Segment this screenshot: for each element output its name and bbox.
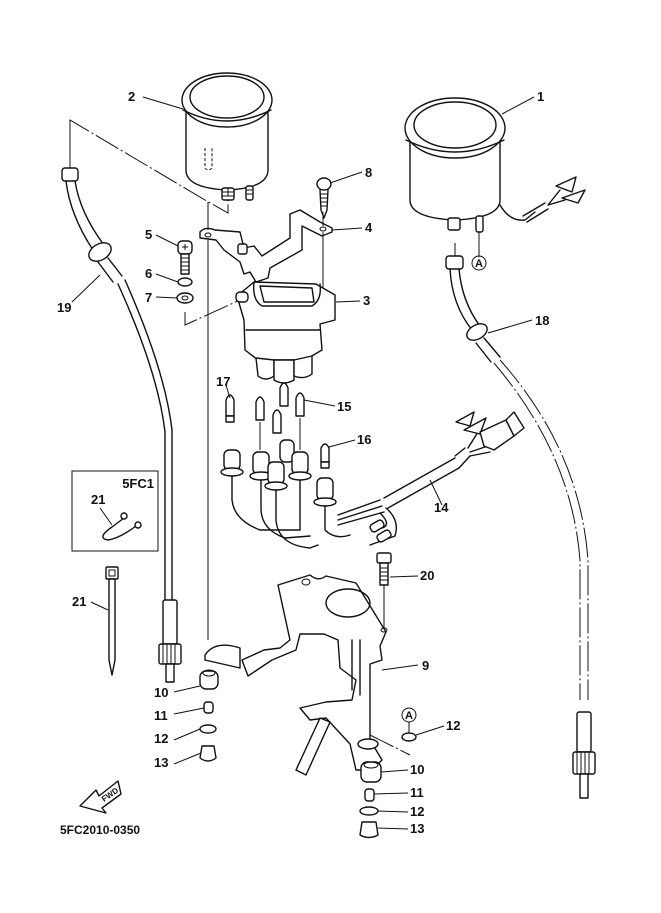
callout-11-left: 11 (154, 708, 168, 723)
callout-3: 3 (363, 293, 370, 308)
meter-cable-18[interactable] (445, 243, 596, 799)
washer-12-upper[interactable] (401, 732, 417, 742)
inset-callout-21: 21 (91, 492, 105, 507)
callout-10-right: 10 (410, 762, 424, 777)
meter-bracket-9[interactable] (204, 574, 388, 776)
meter-cable-19[interactable] (61, 124, 182, 683)
callout-12-left: 12 (154, 731, 168, 746)
bulbs-15[interactable] (255, 382, 305, 434)
callout-7: 7 (145, 290, 152, 305)
callout-21: 21 (72, 594, 86, 609)
callout-19: 19 (57, 300, 71, 315)
nut-13-right[interactable] (359, 821, 379, 839)
washer-12-left[interactable] (199, 724, 217, 734)
bulb-sockets[interactable] (220, 439, 351, 549)
switch-housing-3[interactable] (235, 281, 336, 384)
callout-16: 16 (357, 432, 371, 447)
wire-harness-14[interactable] (337, 411, 525, 546)
callout-8: 8 (365, 165, 372, 180)
grommet-10-left[interactable] (199, 669, 219, 690)
callout-4: 4 (365, 220, 373, 235)
grommet-10-right[interactable] (360, 761, 382, 783)
callout-15: 15 (337, 399, 351, 414)
screw-8[interactable] (316, 177, 332, 219)
reference-marker-a (471, 255, 487, 271)
leader-lines (71, 96, 535, 830)
lock-washer-6[interactable] (177, 277, 193, 287)
callout-11-right: 11 (410, 785, 424, 800)
screw-5[interactable] (177, 240, 193, 275)
callout-17: 17 (216, 374, 230, 389)
cable-tie-21[interactable] (105, 566, 119, 676)
bulb-16[interactable] (320, 443, 330, 469)
callout-12-right: 12 (410, 804, 424, 819)
inset-box-5fc1: 5FC1 21 (71, 470, 159, 552)
meter-1[interactable] (404, 97, 586, 233)
reference-marker-a-2-label: A (405, 710, 413, 722)
washer-7[interactable] (176, 292, 194, 304)
callout-2: 2 (128, 89, 135, 104)
inset-model-label: 5FC1 (122, 476, 154, 491)
collar-11-right[interactable] (364, 788, 375, 802)
diagram-code: 5FC2010-0350 (60, 823, 140, 837)
callout-13-right: 13 (410, 821, 424, 836)
callout-1: 1 (537, 89, 544, 104)
cable-clamp-icon (102, 517, 137, 541)
callout-13-left: 13 (154, 755, 168, 770)
bulb-17[interactable] (225, 394, 235, 423)
collar-11-left[interactable] (203, 701, 214, 714)
bolt-20[interactable] (376, 552, 392, 586)
fwd-arrow-icon: FWD (79, 780, 122, 814)
callout-12-upper: 12 (446, 718, 460, 733)
callout-10-left: 10 (154, 685, 168, 700)
washer-12-right[interactable] (359, 806, 379, 816)
callout-14: 14 (434, 500, 449, 515)
callout-5: 5 (145, 227, 152, 242)
callout-6: 6 (145, 266, 152, 281)
callout-18: 18 (535, 313, 549, 328)
callout-labels: 2 1 3 4 5 6 7 8 9 10 11 12 13 10 11 12 1… (57, 89, 549, 836)
bracket-plate-4[interactable] (199, 209, 333, 283)
reference-marker-a-label: A (475, 258, 483, 270)
callout-20: 20 (420, 568, 434, 583)
meter-2[interactable] (181, 72, 273, 201)
callout-9: 9 (422, 658, 429, 673)
nut-13-left[interactable] (199, 745, 217, 762)
